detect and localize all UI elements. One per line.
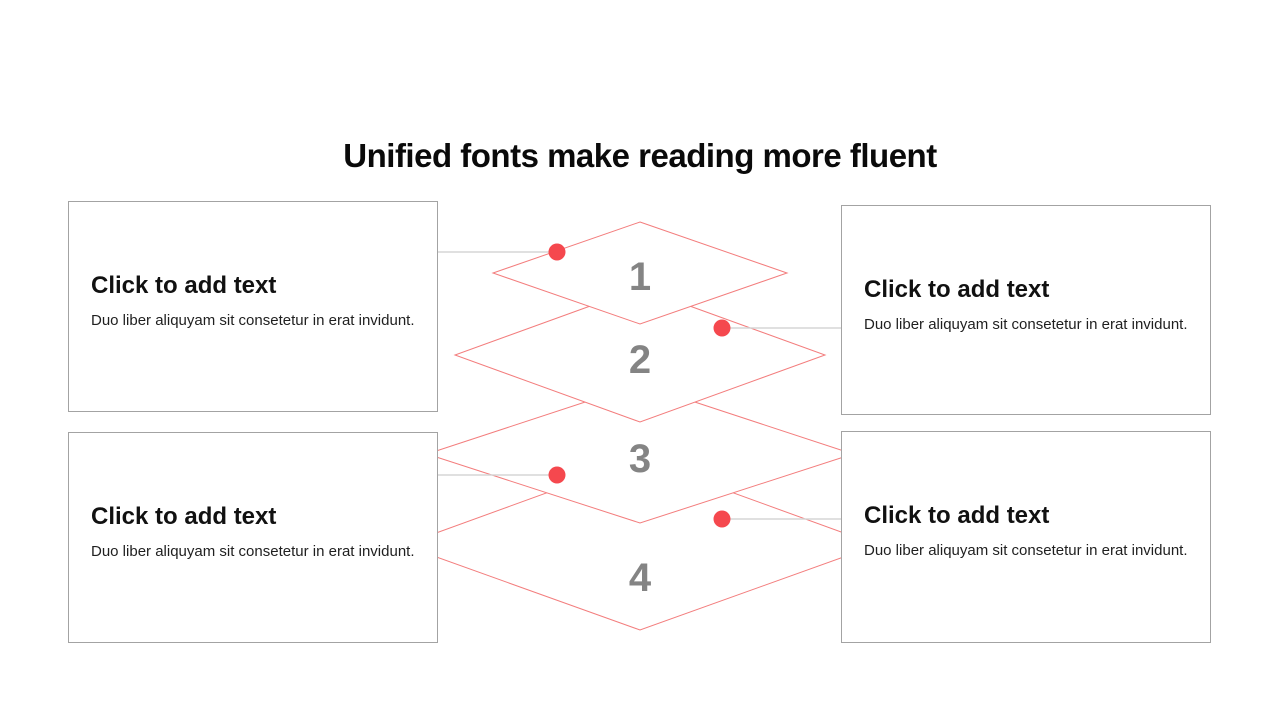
connector-dot-icon-2 [713,319,731,337]
text-placeholder-bottom-left[interactable]: Click to add text Duo liber aliquyam sit… [68,432,438,643]
placeholder-heading: Click to add text [91,503,277,530]
diamond-level-4 [401,458,879,631]
level-1-number: 1 [629,255,651,299]
placeholder-body: Duo liber aliquyam sit consetetur in era… [91,543,415,560]
text-placeholder-top-right[interactable]: Click to add text Duo liber aliquyam sit… [841,205,1211,415]
diamond-level-2 [453,287,827,423]
placeholder-body: Duo liber aliquyam sit consetetur in era… [91,312,415,329]
level-4-number: 4 [629,556,652,600]
text-placeholder-top-left[interactable]: Click to add text Duo liber aliquyam sit… [68,201,438,412]
connector-dot-icon-4 [713,510,731,528]
connector-dot-icon-3 [548,466,566,484]
diamond-level-1 [491,221,789,325]
text-placeholder-bottom-right[interactable]: Click to add text Duo liber aliquyam sit… [841,431,1211,643]
placeholder-heading: Click to add text [864,276,1050,303]
connector-dot-icon-1 [548,243,566,261]
slide-title: Unified fonts make reading more fluent [343,137,937,174]
placeholder-body: Duo liber aliquyam sit consetetur in era… [864,316,1188,333]
placeholder-heading: Click to add text [864,502,1050,529]
placeholder-body: Duo liber aliquyam sit consetetur in era… [864,542,1188,559]
diamond-level-3 [425,383,855,524]
level-2-number: 2 [629,338,651,382]
placeholder-heading: Click to add text [91,272,277,299]
level-3-number: 3 [629,437,651,481]
